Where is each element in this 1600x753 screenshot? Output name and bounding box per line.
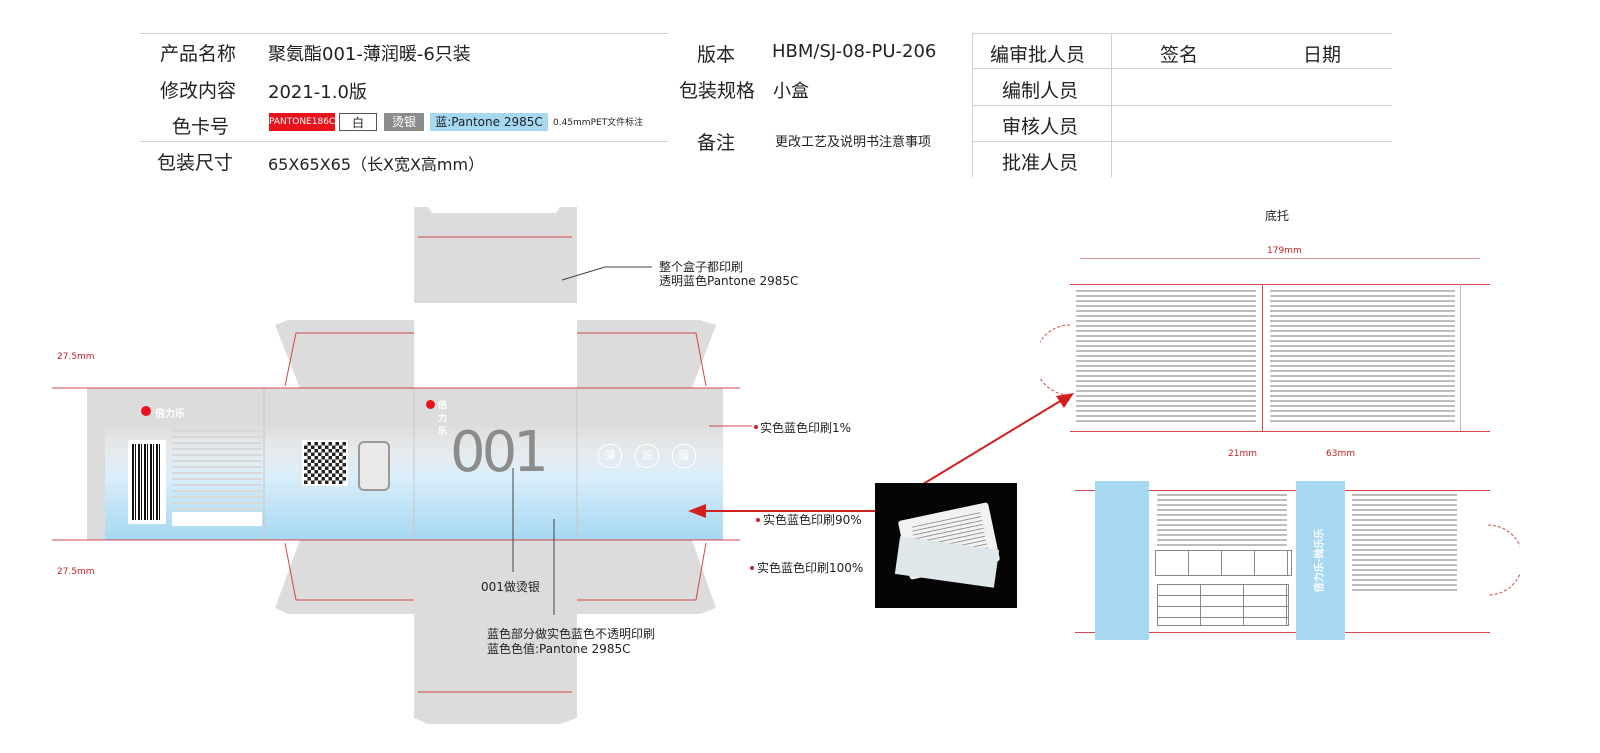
revision: 2021-1.0版 bbox=[268, 82, 367, 103]
feature-nuan-icon: 暖 bbox=[672, 444, 696, 468]
note-solid-100: 实色蓝色印刷100% bbox=[757, 561, 864, 575]
remark-label: 备注 bbox=[697, 132, 736, 154]
tray-lower-text-1 bbox=[1157, 494, 1287, 546]
tray-band-brand: 倍力乐·抛乐乐 bbox=[1314, 528, 1326, 593]
remark: 更改工艺及说明书注意事项 bbox=[775, 135, 932, 150]
tray-arc-right bbox=[1487, 524, 1520, 596]
version-label: 版本 bbox=[697, 44, 736, 66]
film-note: 0.45mmPET文件标注 bbox=[553, 118, 644, 128]
logo-001: 001 bbox=[450, 420, 549, 485]
pack-spec-label: 包装规格 bbox=[679, 80, 756, 102]
qr-code bbox=[302, 440, 348, 486]
package-photo bbox=[875, 483, 1017, 608]
front-brand-name: 倍力乐 bbox=[438, 401, 448, 437]
tray-text-left bbox=[1076, 290, 1256, 422]
left-panel-brand-name: 倍力乐 bbox=[155, 409, 185, 420]
brand-logo-icon bbox=[141, 406, 151, 416]
approver-label: 批准人员 bbox=[1002, 152, 1079, 174]
review-label: 编审批人员 bbox=[990, 44, 1086, 66]
tray-blue-band-2 bbox=[1296, 481, 1345, 640]
note-solid-1: 实色蓝色印刷1% bbox=[760, 421, 852, 435]
feature-list: 薄 润 暖 bbox=[598, 444, 718, 474]
dim-tray-a: 21mm bbox=[1228, 449, 1257, 459]
reviewer-label: 审核人员 bbox=[1002, 116, 1079, 138]
barcode bbox=[128, 440, 166, 524]
feature-bao-icon: 薄 bbox=[598, 444, 622, 468]
date-label: 日期 bbox=[1303, 44, 1342, 66]
tray-symbol-table bbox=[1157, 584, 1289, 626]
tray-illustrations bbox=[1155, 550, 1292, 576]
note-whole-box-1: 整个盒子都印刷 bbox=[659, 260, 744, 274]
left-panel-box bbox=[172, 512, 262, 526]
feature-run-icon: 润 bbox=[635, 444, 659, 468]
editor-label: 编制人员 bbox=[1002, 80, 1079, 102]
product-name: 聚氨酯001-薄润暖-6只装 bbox=[268, 44, 471, 65]
note-solid-90: 实色蓝色印刷90% bbox=[763, 513, 862, 527]
size-label: 包装尺寸 bbox=[157, 152, 234, 174]
sign-label: 签名 bbox=[1160, 44, 1199, 66]
color-card-label: 色卡号 bbox=[172, 116, 230, 138]
tray-arc-left bbox=[1040, 324, 1071, 396]
front-brand-logo-icon bbox=[426, 400, 435, 409]
version: HBM/SJ-08-PU-206 bbox=[772, 41, 937, 62]
tray-lower-text-2 bbox=[1352, 494, 1457, 594]
note-blue-part-1: 蓝色部分做实色蓝色不透明印刷 bbox=[487, 627, 656, 641]
left-panel-text bbox=[172, 430, 262, 510]
dim-left-bottom: 27.5mm bbox=[57, 567, 95, 577]
note-blue-part-2: 蓝色色值:Pantone 2985C bbox=[487, 642, 631, 656]
revision-label: 修改内容 bbox=[160, 80, 237, 102]
note-silver-001: 001做烫银 bbox=[481, 580, 540, 594]
tray-blue-band-1 bbox=[1095, 481, 1149, 640]
tray-title: 底托 bbox=[1265, 209, 1290, 223]
swatch-silver: 烫银 bbox=[384, 113, 424, 131]
tray-text-right bbox=[1270, 290, 1455, 422]
left-panel-brand: 倍力乐 bbox=[125, 402, 265, 426]
product-name-label: 产品名称 bbox=[160, 43, 237, 65]
note-whole-box-2: 透明蓝色Pantone 2985C bbox=[659, 274, 799, 288]
dim-tray-width: 179mm bbox=[1267, 246, 1302, 256]
front-badge bbox=[358, 441, 390, 491]
swatch-blue: 蓝:Pantone 2985C bbox=[430, 113, 548, 131]
dim-left-top: 27.5mm bbox=[57, 352, 95, 362]
swatch-white: 白 bbox=[339, 113, 377, 131]
pack-spec: 小盒 bbox=[773, 81, 809, 102]
size: 65X65X65（长X宽X高mm） bbox=[268, 155, 485, 174]
dim-tray-b: 63mm bbox=[1326, 449, 1355, 459]
swatch-pantone-186c: PANTONE186C bbox=[269, 113, 335, 131]
